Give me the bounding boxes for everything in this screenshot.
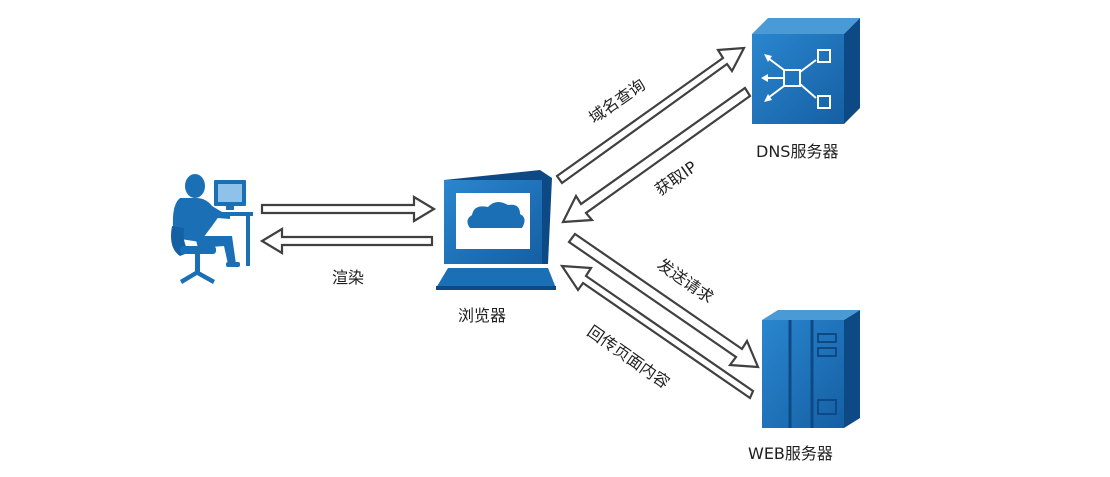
arrow-get-ip bbox=[561, 86, 752, 224]
web-server-rack-icon bbox=[762, 310, 860, 428]
browser-label: 浏览器 bbox=[458, 306, 506, 325]
edge-label-get-ip: 获取IP bbox=[651, 157, 700, 199]
edge-label-render: 渲染 bbox=[332, 268, 364, 287]
dns-server-icon bbox=[752, 18, 860, 124]
user-at-computer-icon bbox=[171, 174, 253, 284]
arrow-render-to-user bbox=[259, 227, 434, 255]
web-server-label: WEB服务器 bbox=[748, 444, 833, 463]
arrow-dns-query bbox=[555, 46, 746, 185]
browser-monitor-icon bbox=[436, 170, 556, 290]
arrow-user-to-browser bbox=[260, 195, 437, 223]
arrow-send-request bbox=[567, 232, 760, 369]
arrow-return-content bbox=[559, 264, 755, 400]
dns-server-label: DNS服务器 bbox=[756, 142, 838, 161]
